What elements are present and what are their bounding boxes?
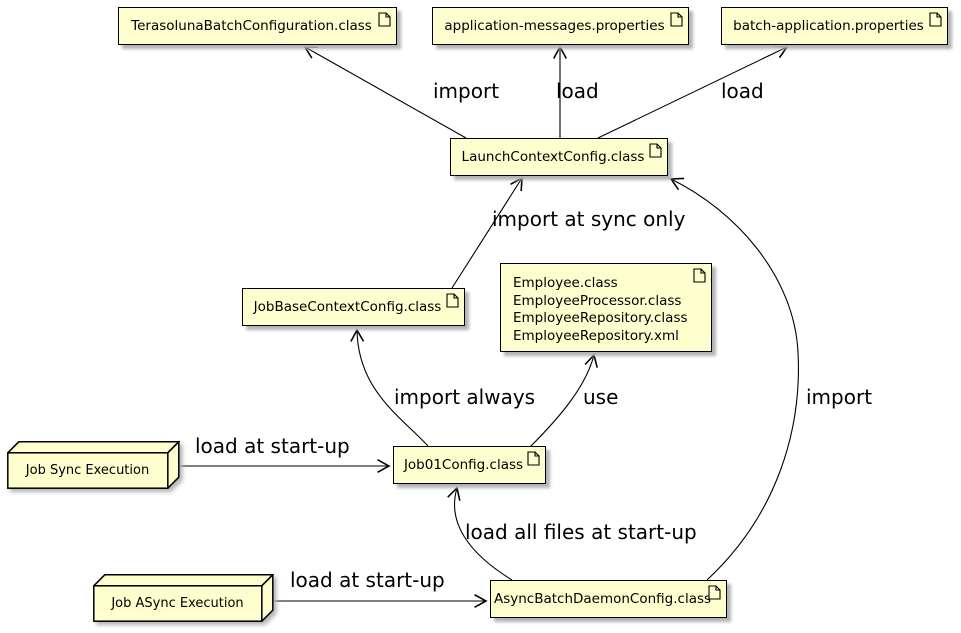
node-job-async-execution-shape [93, 574, 274, 622]
file-icon [527, 451, 540, 466]
file-icon [378, 12, 391, 27]
file-line: Employee.class [513, 275, 618, 291]
arrow-use [529, 353, 598, 448]
node-job-sync-execution-shape [7, 441, 180, 489]
file-batch-application-properties: batch-application.properties [721, 7, 948, 45]
edge-label-load-messages: load [556, 79, 599, 103]
edge-label-import-top: import [433, 79, 500, 103]
edge-label-load-at-startup-sync: load at start-up [195, 434, 350, 458]
file-label: Job01Config.class [403, 457, 524, 473]
edge-label-use: use [583, 385, 619, 409]
arrow-load-batch-app [597, 45, 789, 139]
edge-label-load-at-startup-async: load at start-up [290, 568, 445, 592]
file-icon [708, 585, 721, 600]
edge-label-import-always: import always [394, 385, 536, 409]
file-job-base-context-config: JobBaseContextConfig.class [242, 288, 465, 326]
file-label: JobBaseContextConfig.class [253, 299, 442, 315]
file-line: EmployeeRepository.class [513, 310, 688, 326]
arrow-import-async [669, 177, 799, 581]
file-terasoluna-batch-configuration: TerasolunaBatchConfiguration.class [118, 7, 397, 45]
arrow-load-all-files [447, 486, 513, 581]
file-label: batch-application.properties [733, 18, 924, 34]
node-job-async-execution: Job ASync Execution [111, 596, 244, 611]
file-line: EmployeeRepository.xml [513, 327, 679, 344]
file-launch-context-config: LaunchContextConfig.class [450, 138, 668, 176]
file-label: AsyncBatchDaemonConfig.class [493, 591, 712, 607]
arrow-import-terasoluna [303, 46, 467, 139]
file-label: TerasolunaBatchConfiguration.class [131, 18, 372, 34]
file-label: application-messages.properties [444, 18, 665, 34]
arrow-import-always [350, 328, 429, 447]
edge-label-load-batch: load [721, 79, 764, 103]
file-icon [670, 12, 683, 27]
file-label: LaunchContextConfig.class [461, 149, 645, 165]
file-icon [649, 143, 662, 158]
edge-label-import-at-sync-only: import at sync only [492, 207, 686, 231]
file-employee-group: Employee.class EmployeeProcessor.class E… [500, 263, 712, 352]
edge-label-import-async: import [806, 385, 873, 409]
file-icon [929, 12, 942, 27]
node-job-sync-execution: Job Sync Execution [25, 463, 150, 478]
file-job01-config: Job01Config.class [393, 446, 546, 484]
file-icon [446, 293, 459, 308]
file-line: EmployeeProcessor.class [513, 292, 682, 309]
arrow-import-at-sync-only [451, 176, 523, 289]
edge-label-load-all-files: load all files at start-up [465, 520, 697, 544]
file-application-messages-properties: application-messages.properties [432, 7, 689, 45]
file-async-batch-daemon-config: AsyncBatchDaemonConfig.class [490, 580, 727, 618]
file-icon [693, 268, 706, 283]
